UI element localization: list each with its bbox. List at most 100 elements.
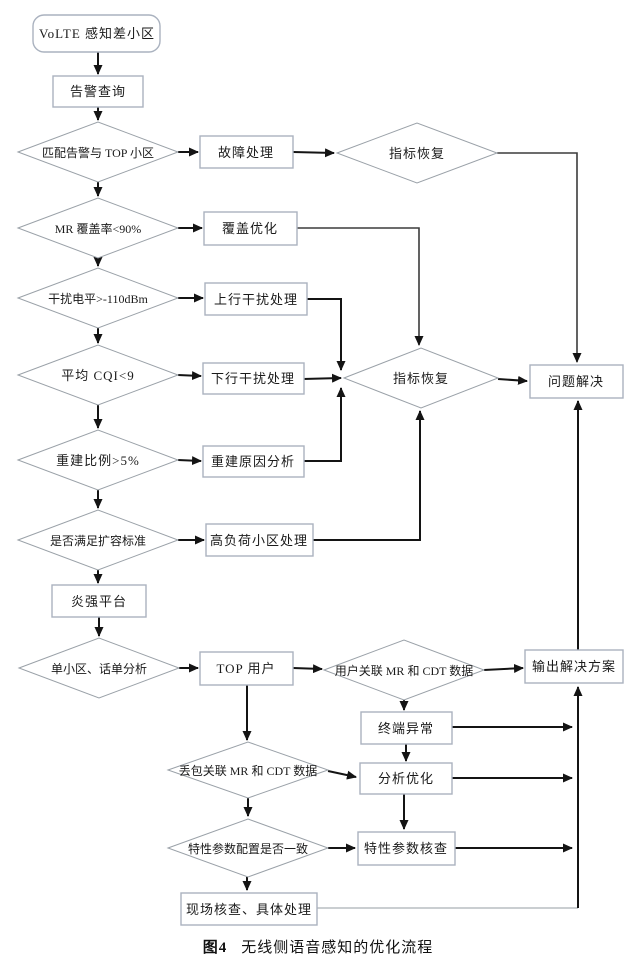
node-indicator-recovery-top-label: 指标恢复: [389, 146, 445, 161]
node-high-load-handling: 高负荷小区处理: [205, 523, 314, 557]
node-mr-coverage: MR 覆盖率<90%: [16, 197, 180, 259]
node-reestablish-analysis-shape: [202, 445, 305, 478]
edge-reestablish-analysis-to-indicator-recovery-mid: [304, 387, 346, 462]
node-uplink-interference-label: 上行干扰处理: [214, 292, 298, 307]
edge-coverage-opt-to-indicator-recovery-mid: [297, 227, 424, 346]
node-user-assoc-data-label: 用户关联 MR 和 CDT 数据: [335, 663, 473, 678]
node-fault-handling-shape: [199, 135, 294, 169]
node-avg-cqi-shape: [16, 344, 180, 406]
node-reestablish-ratio-label: 重建比例>5%: [56, 453, 140, 468]
nodes: VoLTE 感知差小区 告警查询 匹配告警与 TOP 小区 故障处理 指标恢复 …: [16, 14, 624, 926]
node-output-solution-label: 输出解决方案: [532, 659, 616, 674]
node-output-solution-shape: [524, 649, 624, 684]
edge-packet-loss-to-analysis-opt: [327, 770, 357, 780]
node-alarm-query-shape: [52, 75, 144, 108]
node-packet-loss-assoc-label: 丢包关联 MR 和 CDT 数据: [179, 763, 317, 778]
node-param-check: 特性参数核查: [357, 831, 456, 866]
edges: [93, 52, 583, 909]
node-avg-cqi: 平均 CQI<9: [16, 344, 180, 406]
node-match-alarm-shape: [16, 121, 180, 183]
node-fault-handling-label: 故障处理: [218, 145, 274, 160]
node-terminal-abnormal-shape: [360, 711, 453, 745]
edge-fault-handling-to-indicator-recovery-top: [292, 148, 335, 158]
node-site-check: 现场核查、具体处理: [180, 892, 318, 926]
node-indicator-recovery-mid-label: 指标恢复: [393, 371, 449, 386]
node-site-check-shape: [180, 892, 318, 926]
edge-uplink-to-indicator-recovery-mid: [307, 298, 346, 371]
node-alarm-query: 告警查询: [52, 75, 144, 108]
edge-indicator-recovery-mid-to-problem-solved: [497, 375, 528, 385]
node-top-user: TOP 用户: [199, 651, 294, 686]
node-param-check-shape: [357, 831, 456, 866]
node-yanqiang-platform-shape: [51, 584, 147, 618]
node-single-cell-analysis-shape: [17, 637, 181, 699]
node-param-check-label: 特性参数核查: [364, 841, 448, 856]
node-yanqiang-platform-label: 炎强平台: [71, 594, 127, 609]
node-coverage-opt: 覆盖优化: [203, 211, 298, 246]
node-interference-level-shape: [16, 267, 180, 329]
node-site-check-label: 现场核查、具体处理: [186, 902, 312, 917]
node-analysis-opt-shape: [359, 762, 453, 795]
edge-reestablish-ratio-to-analysis: [177, 456, 202, 466]
node-interference-level: 干扰电平>-110dBm: [16, 267, 180, 329]
node-output-solution: 输出解决方案: [524, 649, 624, 684]
node-start: VoLTE 感知差小区: [32, 14, 161, 53]
edge-high-load-to-indicator-recovery-mid: [313, 410, 425, 541]
node-analysis-opt: 分析优化: [359, 762, 453, 795]
node-reestablish-ratio: 重建比例>5%: [16, 429, 180, 491]
node-mr-coverage-shape: [16, 197, 180, 259]
node-fault-handling: 故障处理: [199, 135, 294, 169]
edge-avg-cqi-to-downlink: [177, 371, 202, 381]
node-indicator-recovery-mid: 指标恢复: [342, 347, 500, 409]
figure-caption-title: 无线侧语音感知的优化流程: [241, 939, 433, 956]
figure-caption: 图4 无线侧语音感知的优化流程: [203, 939, 434, 956]
node-coverage-opt-label: 覆盖优化: [222, 221, 278, 236]
node-indicator-recovery-top: 指标恢复: [335, 122, 499, 184]
node-expansion-standard-label: 是否满足扩容标准: [50, 533, 146, 548]
node-single-cell-analysis: 单小区、话单分析: [17, 637, 181, 699]
figure-caption-tag: 图4: [203, 939, 228, 956]
node-param-config-check: 特性参数配置是否一致: [166, 818, 330, 878]
node-alarm-query-label: 告警查询: [70, 84, 126, 99]
node-downlink-interference-label: 下行干扰处理: [211, 371, 295, 386]
node-top-user-label: TOP 用户: [216, 661, 275, 676]
node-uplink-interference: 上行干扰处理: [204, 282, 308, 316]
node-indicator-recovery-mid-shape: [342, 347, 500, 409]
node-problem-solved-shape: [529, 364, 624, 399]
node-mr-coverage-label: MR 覆盖率<90%: [55, 221, 141, 236]
node-user-assoc-data: 用户关联 MR 和 CDT 数据: [322, 639, 486, 701]
edge-indicator-recovery-top-to-problem-solved: [497, 152, 582, 363]
node-analysis-opt-label: 分析优化: [378, 771, 434, 786]
node-downlink-interference-shape: [202, 362, 305, 395]
node-problem-solved: 问题解决: [529, 364, 624, 399]
node-start-label: VoLTE 感知差小区: [39, 26, 155, 41]
node-high-load-handling-shape: [205, 523, 314, 557]
node-uplink-interference-shape: [204, 282, 308, 316]
node-yanqiang-platform: 炎强平台: [51, 584, 147, 618]
node-terminal-abnormal: 终端异常: [360, 711, 453, 745]
node-high-load-handling-label: 高负荷小区处理: [210, 533, 308, 548]
edge-downlink-to-indicator-recovery-mid: [302, 373, 342, 383]
node-packet-loss-assoc: 丢包关联 MR 和 CDT 数据: [166, 741, 330, 799]
node-indicator-recovery-top-shape: [335, 122, 499, 184]
node-top-user-shape: [199, 651, 294, 686]
node-param-config-check-label: 特性参数配置是否一致: [188, 841, 308, 856]
node-problem-solved-label: 问题解决: [548, 374, 604, 389]
node-avg-cqi-label: 平均 CQI<9: [61, 368, 134, 383]
node-param-config-check-shape: [166, 818, 330, 878]
node-terminal-abnormal-label: 终端异常: [378, 721, 434, 736]
node-single-cell-analysis-label: 单小区、话单分析: [51, 662, 147, 676]
node-expansion-standard: 是否满足扩容标准: [16, 509, 180, 571]
node-reestablish-analysis: 重建原因分析: [202, 445, 305, 478]
node-match-alarm-label: 匹配告警与 TOP 小区: [42, 145, 154, 160]
node-start-shape: [32, 14, 161, 53]
node-reestablish-ratio-shape: [16, 429, 180, 491]
node-expansion-standard-shape: [16, 509, 180, 571]
edge-user-assoc-to-output: [483, 663, 524, 673]
node-coverage-opt-shape: [203, 211, 298, 246]
node-interference-level-label: 干扰电平>-110dBm: [48, 292, 148, 306]
node-downlink-interference: 下行干扰处理: [202, 362, 305, 395]
node-packet-loss-assoc-shape: [166, 741, 330, 799]
